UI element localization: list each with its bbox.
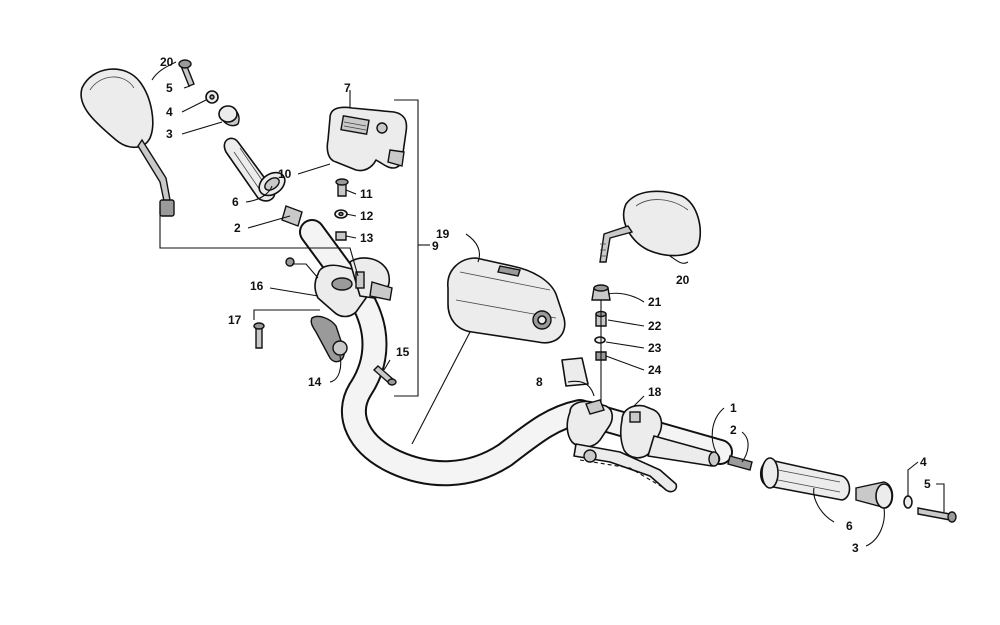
callout-2-right: 2 — [730, 423, 737, 437]
callout-4-right: 4 — [920, 455, 927, 469]
left-grip-hardware — [178, 59, 240, 127]
throttle-screws — [253, 322, 397, 386]
callout-1: 1 — [730, 401, 737, 415]
grip-tube — [647, 435, 721, 467]
right-mirror — [599, 190, 702, 263]
callout-8: 8 — [536, 375, 543, 389]
callout-6-right: 6 — [846, 519, 853, 533]
callout-12: 12 — [360, 209, 374, 223]
handlebar — [299, 219, 733, 487]
callout-9: 9 — [432, 239, 439, 253]
callout-16: 16 — [250, 279, 264, 293]
callout-4-left: 4 — [166, 105, 173, 119]
callout-20-right: 20 — [676, 273, 690, 287]
callout-labels: 20 5 4 3 6 2 7 10 11 12 13 9 19 16 17 15… — [160, 55, 931, 555]
callout-2-left: 2 — [234, 221, 241, 235]
callout-21: 21 — [648, 295, 662, 309]
decal — [561, 357, 589, 387]
brake-master-cylinder — [566, 399, 678, 493]
callout-24: 24 — [648, 363, 662, 377]
throttle-housing — [285, 257, 393, 363]
callout-19: 19 — [436, 227, 450, 241]
callout-14: 14 — [308, 375, 322, 389]
callout-5-left: 5 — [166, 81, 173, 95]
callout-10: 10 — [278, 167, 292, 181]
callout-3-left: 3 — [166, 127, 173, 141]
handlebar-pad — [447, 257, 566, 344]
leader-lines — [151, 61, 945, 547]
callout-7: 7 — [344, 81, 351, 95]
callout-3-right: 3 — [852, 541, 859, 555]
callout-22: 22 — [648, 319, 662, 333]
callout-5-right: 5 — [924, 477, 931, 491]
callout-15: 15 — [396, 345, 410, 359]
left-mirror — [80, 68, 175, 217]
left-grip — [223, 137, 303, 227]
callout-17: 17 — [228, 313, 242, 327]
callout-13: 13 — [360, 231, 374, 245]
callout-23: 23 — [648, 341, 662, 355]
switch-housing — [326, 106, 408, 172]
callout-18: 18 — [648, 385, 662, 399]
callout-11: 11 — [360, 187, 373, 201]
callout-6-left: 6 — [232, 195, 239, 209]
switch-screw-washer — [334, 178, 349, 241]
callout-20-left: 20 — [160, 55, 174, 69]
